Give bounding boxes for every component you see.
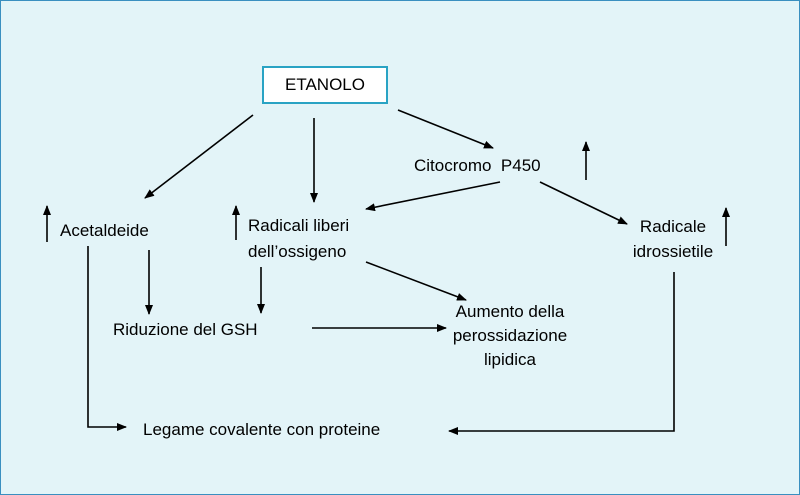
node-aumento-line2: perossidazione [452,326,568,345]
arrow-radicali-aumento [365,261,467,301]
node-etanolo-label: ETANOLO [285,75,365,94]
node-riduzione: Riduzione del GSH [113,320,258,339]
node-radicali-line1: Radicali liberi [248,216,350,235]
node-citocromo: Citocromo P450 [414,156,541,175]
arrow-citocromo-radicali [365,181,501,212]
node-radicale-line1: Radicale [639,217,707,236]
arrow-etanolo-citocromo [397,109,494,149]
node-etanolo: ETANOLO [262,66,388,104]
node-radicali-line2: dell’ossigeno [248,242,347,261]
arrow-citocromo-radicale [539,181,628,225]
node-radicale-line2: idrossietile [632,242,714,261]
arrow-acetaldeide-legame [87,246,127,431]
arrow-radicale-legame [448,272,675,435]
node-aumento-line1: Aumento della [455,302,565,321]
node-legame: Legame covalente con proteine [143,420,381,439]
node-acetaldeide: Acetaldeide [60,221,149,240]
node-aumento-line3: lipidica [484,350,536,369]
arrow-etanolo-acetaldeide [144,114,254,199]
